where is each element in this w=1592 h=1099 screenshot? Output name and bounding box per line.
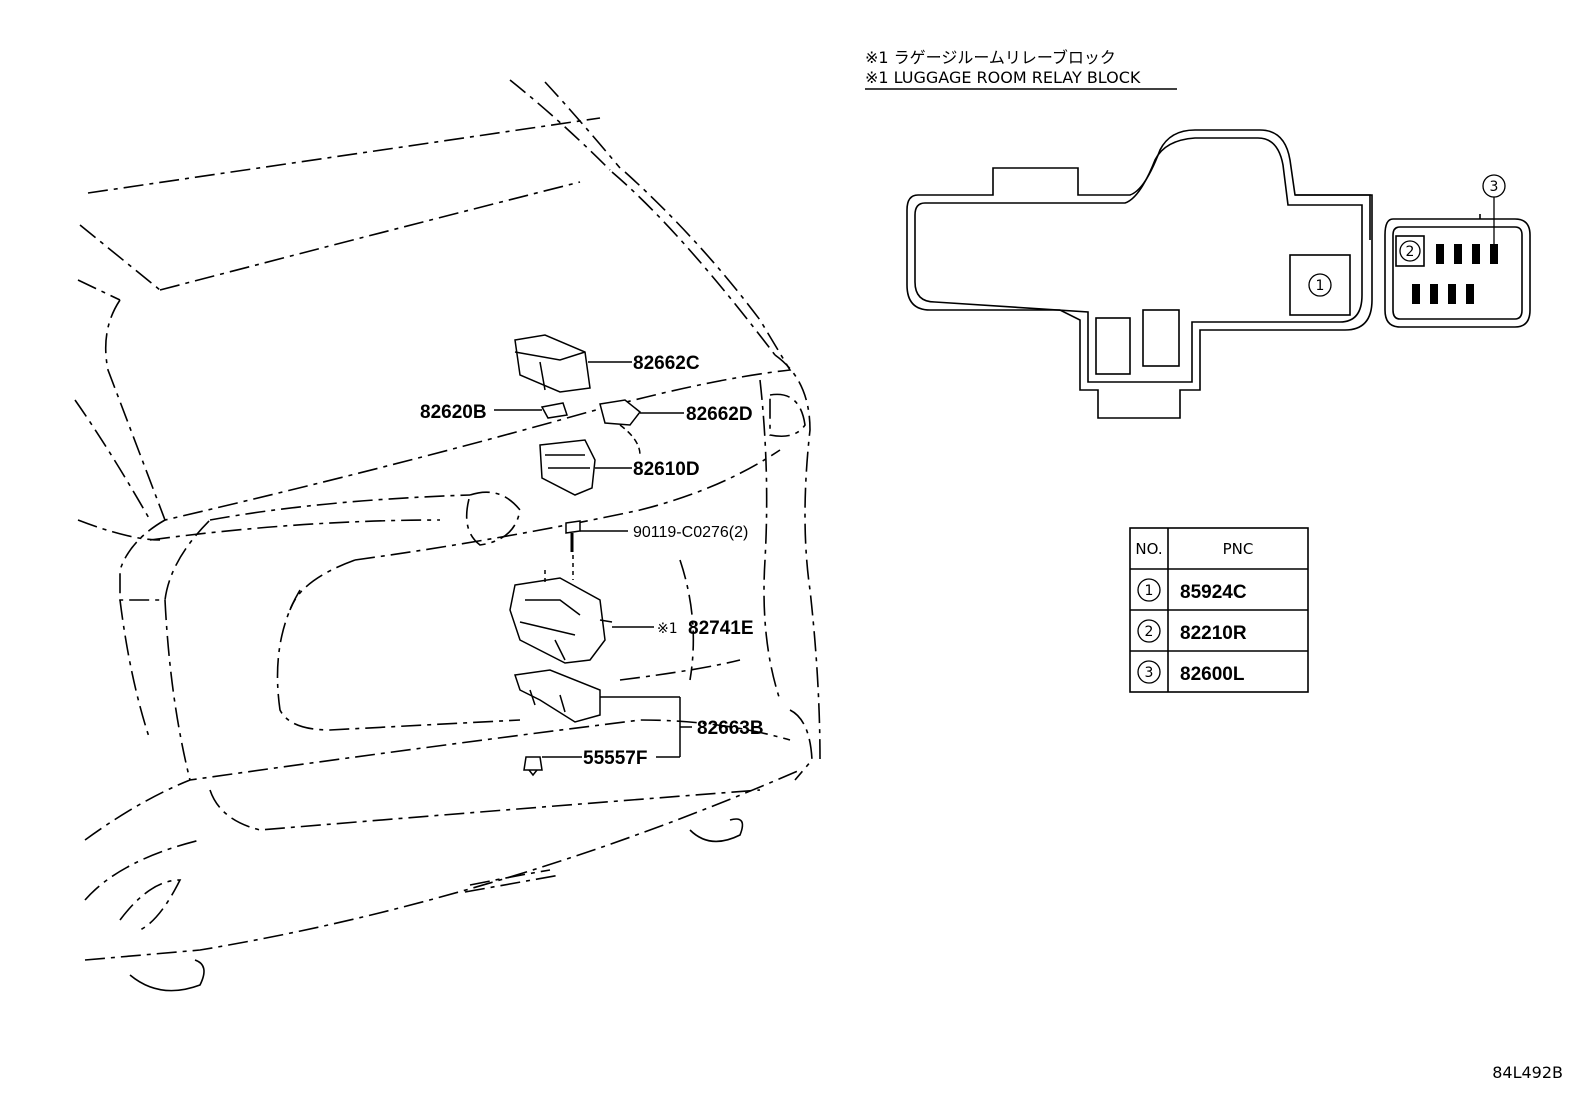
label-82662C: 82662C (633, 353, 700, 374)
diagram-code: 84L492B (1492, 1063, 1563, 1082)
table-row: 2 82210R (1137, 619, 1247, 644)
svg-text:2: 2 (1406, 244, 1415, 260)
table-row: 1 85924C (1137, 578, 1247, 603)
part-90119-bolt-drawing (565, 520, 581, 580)
label-82741E: 82741E (688, 618, 754, 639)
label-55557F: 55557F (583, 748, 647, 769)
row-2-no: 2 (1145, 624, 1154, 640)
label-82610D: 82610D (633, 459, 700, 480)
pnc-table: NO. PNC 1 85924C 2 82210R 3 82600L (1129, 527, 1309, 693)
row-2-pnc: 82210R (1180, 623, 1247, 644)
leader-lines (494, 361, 692, 758)
pnc-table-header-no: NO. (1135, 540, 1162, 558)
relay-callout-1: 1 (1308, 273, 1332, 297)
relay-block-outline (906, 129, 1531, 419)
svg-text:3: 3 (1490, 179, 1499, 195)
part-55557F-clip-drawing (523, 756, 543, 777)
relay-callout-2: 2 (1399, 240, 1421, 262)
relay-block-caption-jp: ※1 ラゲージルームリレーブロック (865, 48, 1116, 67)
vehicle-rear-outline (74, 79, 821, 992)
relay-block-caption-en: ※1 LUGGAGE ROOM RELAY BLOCK (865, 68, 1141, 87)
part-82741E-drawing (509, 570, 613, 664)
label-82741E-mark: ※1 (657, 621, 678, 637)
pnc-table-header-pnc: PNC (1223, 540, 1254, 558)
relay-terminals (1412, 244, 1498, 304)
relay-callout-3: 3 (1482, 174, 1506, 244)
table-row: 3 82600L (1137, 660, 1245, 685)
label-90119-C0276: 90119-C0276(2) (633, 524, 748, 541)
svg-text:1: 1 (1316, 278, 1325, 294)
label-82620B: 82620B (420, 402, 487, 423)
part-82620B-drawing (540, 402, 568, 419)
row-1-no: 1 (1145, 583, 1154, 599)
row-3-pnc: 82600L (1180, 664, 1245, 685)
label-82663B: 82663B (697, 718, 764, 739)
part-82662C-drawing (514, 334, 591, 393)
label-82662D: 82662D (686, 404, 753, 425)
row-1-pnc: 85924C (1180, 582, 1247, 603)
row-3-no: 3 (1145, 665, 1154, 681)
part-82663B-drawing (514, 669, 601, 723)
part-82662D-drawing (599, 399, 642, 426)
part-82610D-drawing (539, 439, 596, 496)
